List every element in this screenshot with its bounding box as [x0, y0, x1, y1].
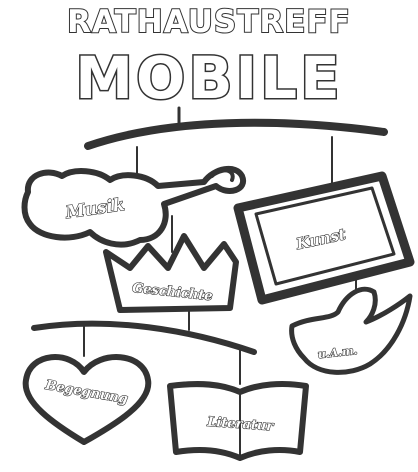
dove-shape [292, 289, 410, 372]
lower-bar [34, 324, 254, 352]
top-bar [88, 123, 384, 146]
violin-shape [25, 169, 244, 245]
